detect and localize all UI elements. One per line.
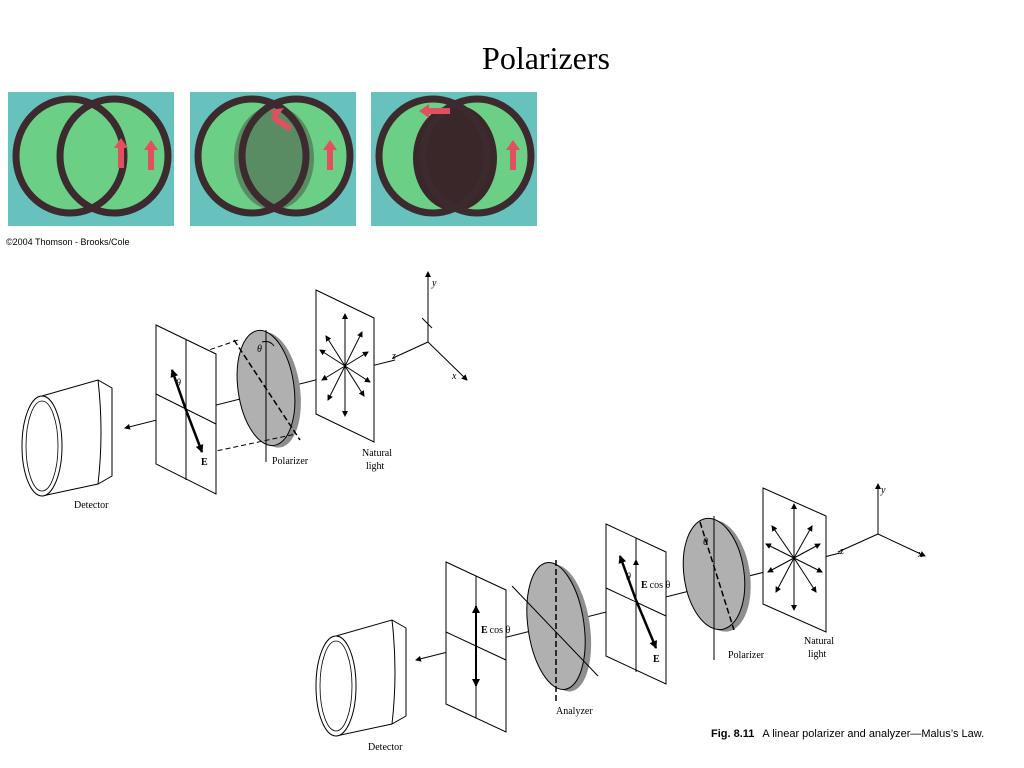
axes-1: y x z [391,271,468,382]
theta-label: θ [626,572,631,583]
polarizer-disk: θ Polarizer [682,516,765,661]
copyright-notice: ©2004 Thomson - Brooks/Cole [6,237,130,247]
z-axis-label: z [391,351,396,362]
polarization-arrow-icon [506,140,520,170]
detector-icon: Detector [315,619,407,753]
polarized-plane: θ E [155,324,217,495]
polarizer-disk: θ Polarizer [233,329,309,467]
diagram-polarizer-analyzer: y x z Natural light [315,483,926,753]
natural-label: Natural [804,636,834,647]
analyzer-label: Analyzer [556,706,593,717]
axes-2: y x z [837,483,926,560]
diagram-polarizer: y x z Natural light [21,271,468,511]
polarization-arrow-icon [114,138,128,168]
photo-panel-2 [190,92,356,226]
photo-panel-3 [371,92,537,226]
theta-label: θ [257,344,262,355]
z-axis-label: z [839,546,844,557]
polarization-arrow-icon [323,140,337,170]
analyzer-disk: Analyzer [511,560,599,717]
natural-light-plane: Natural light [762,487,834,660]
polarization-arrow-icon [419,104,450,118]
x-axis-label: x [917,549,923,560]
detector-label: Detector [74,500,109,511]
polarizer-label: Polarizer [272,456,309,467]
slide-title: Polarizers [482,40,610,76]
light-label: light [808,649,827,660]
y-axis-label: y [431,278,437,289]
x-axis-label: x [451,371,457,382]
polarizer-label: Polarizer [728,650,765,661]
detector-label: Detector [368,742,403,753]
e-vector-label: E [201,457,208,468]
polarization-arrow-icon [270,108,293,132]
photo-panel-1 [8,92,174,226]
natural-label: Natural [362,448,392,459]
theta-label: θ [176,378,181,389]
light-label: light [366,461,385,472]
theta-label: θ [703,537,708,548]
polarization-arrow-icon [144,140,158,170]
e-vector-label: E [653,654,660,665]
detector-icon: Detector [21,379,113,511]
natural-light-plane: Natural light [315,289,392,472]
y-axis-label: y [880,485,886,496]
